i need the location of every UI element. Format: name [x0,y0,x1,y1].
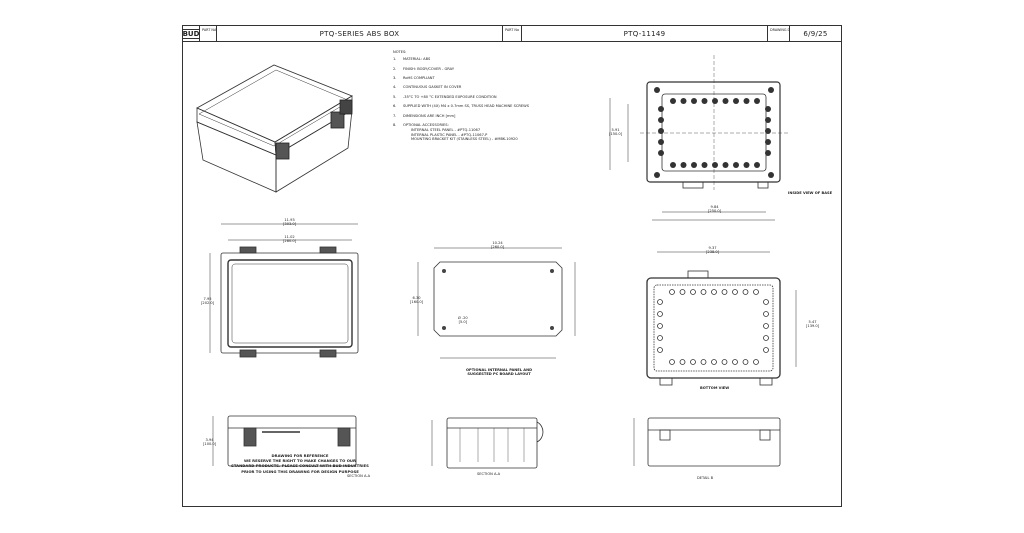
note-number: 6. [393,104,397,109]
note-item: 2. FINISH: BODY/COVER - GRAY [393,67,583,71]
note-number: 8. [393,122,397,127]
dim-top-w2: 11.02[280.0] [283,235,297,244]
dim-base-w: 9.84[250.0] [708,205,722,214]
drawing-date: 6/9/25 [803,29,828,38]
note-item: 5. -35°C TO +80 °C EXTENDED EXPOSURE COND… [393,95,583,99]
accessory-item: INTERNAL PLASTIC PANEL - #PTQ-11067-P [411,132,488,137]
notes-block: NOTES: 1. MATERIAL: ABS 2. FINISH: BODY/COV… [393,50,583,141]
note-text: CONTINUOUS GASKET IN COVER [403,85,462,90]
note-item: 3. RoHS COMPLIANT [393,76,583,80]
dim-bottom-h: 5.47[139.0] [806,320,820,329]
dim-top-h: 7.95[202.0] [201,297,215,306]
part-no: PTQ-11149 [522,26,768,41]
note-item: 4. CONTINUOUS GASKET IN COVER [393,85,583,89]
logo-cell: BUD [183,26,200,41]
part-no-label: PART No [503,26,522,41]
accessory-item: INTERNAL STEEL PANEL - #PTQ-11067 [411,128,481,133]
note-text: MATERIAL: ABS [403,57,431,62]
label-detail-a: SECTION A-A [347,474,371,478]
dim-panel-w: 10.24[260.0] [491,241,505,250]
dim-side-h: 3.94[100.0] [203,438,217,447]
part-name-label: PART NAME [200,26,217,41]
part-name: PTQ-SERIES ABS BOX [217,26,503,41]
note-number: 4. [393,85,397,90]
bud-logo: BUD [183,28,199,39]
note-text: FINISH: BODY/COVER - GRAY [403,66,455,71]
note-number: 3. [393,75,397,80]
dim-top-w1: 11.93[303.0] [283,218,297,227]
note-number: 7. [393,113,397,118]
title-block: BUD PART NAME PTQ-SERIES ABS BOX PART No… [183,26,841,42]
note-item: 6. SUPPLIED WITH (4X) M4 x 0.7mm SS, TRUS… [393,104,583,108]
note-item: 8. OPTIONAL ACCESSORIES: [393,123,583,127]
dim-bottom-w: 9.37[238.0] [706,246,720,255]
note-number: 5. [393,94,397,99]
note-text: SUPPLIED WITH (4X) M4 x 0.7mm SS, TRUSS … [403,104,529,109]
label-detail-b: DETAIL B [697,476,714,480]
accessory-item: MOUNTING BRACKET KIT (STAINLESS STEEL) -… [411,136,518,141]
reference-footer: DRAWING FOR REFERENCE WE RESERVE THE RIG… [231,453,369,474]
dim-panel-h: 6.30[160.0] [410,296,424,305]
notes-list: 1. MATERIAL: ABS 2. FINISH: BODY/COVER - GR… [393,57,583,127]
drawing-date-label: DRAWING DATE [768,26,790,41]
label-section: SECTION A-A [477,472,501,476]
note-text: OPTIONAL ACCESSORIES: [403,122,449,127]
label-bottom-view: BOTTOM VIEW [700,386,730,390]
dim-base-h: 5.91[150.0] [609,128,623,137]
note-number: 1. [393,57,397,62]
note-number: 2. [393,66,397,71]
dim-panel-hole: Ø .20[5.0] [458,316,468,325]
note-text: DIMENSIONS ARE INCH [mm] [403,113,456,118]
note-item: 7. DIMENSIONS ARE INCH [mm] [393,114,583,118]
label-inside-base: INSIDE VIEW OF BASE [788,191,833,195]
note-text: -35°C TO +80 °C EXTENDED EXPOSURE CONDIT… [403,94,497,99]
notes-title: NOTES: [393,50,407,54]
note-text: RoHS COMPLIANT [403,75,435,80]
note-item: 1. MATERIAL: ABS [393,57,583,61]
